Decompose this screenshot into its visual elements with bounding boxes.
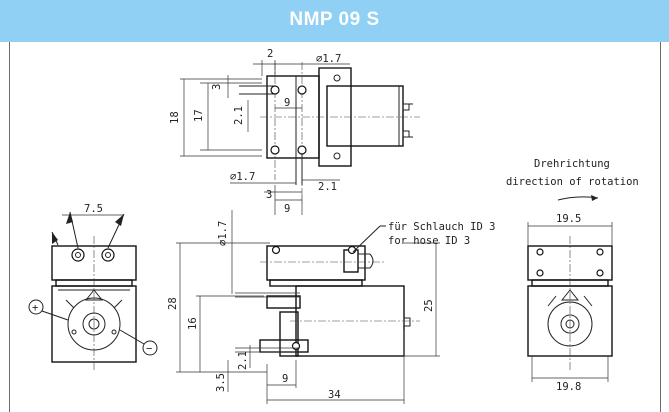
right-view	[527, 222, 613, 382]
minus-terminal-icon	[142, 340, 158, 356]
top-dim-18: 18	[169, 111, 181, 124]
right-frame-border	[660, 42, 661, 412]
page-title: NMP 09 S	[289, 9, 380, 30]
top-dim-17: 17	[193, 109, 205, 122]
rotation-label-de: Drehrichtung	[534, 158, 610, 170]
front-view-labels: ⌀1.7 für Schlauch ID 3 for hose ID 3 28 …	[167, 221, 495, 401]
top-dim-dia-1: ⌀1.7	[316, 53, 341, 65]
front-dim-dia: ⌀1.7	[217, 221, 229, 246]
front-dim-9: 9	[282, 373, 288, 385]
front-dim-25: 25	[423, 299, 435, 312]
left-view-labels: 7.5 + −	[32, 203, 152, 355]
top-dim-2-1b: 2.1	[318, 181, 337, 193]
front-dim-2-1: 2.1	[237, 351, 249, 370]
top-view	[180, 60, 420, 215]
front-dim-16: 16	[187, 317, 199, 330]
plus-terminal-icon	[28, 299, 44, 315]
rotation-note: Drehrichtung direction of rotation	[506, 158, 639, 201]
front-dim-34: 34	[328, 389, 341, 401]
top-view-labels: 2 ⌀1.7 3 18 17 2.1 9 ⌀1.7 3 2.1 9	[169, 48, 341, 215]
rotation-label-en: direction of rotation	[506, 176, 639, 188]
plus-sign: +	[32, 302, 38, 314]
top-dim-dia-2: ⌀1.7	[230, 171, 255, 183]
top-dim-3b: 3	[266, 189, 272, 201]
hose-label-en: for hose ID 3	[388, 235, 470, 247]
top-dim-9: 9	[284, 97, 290, 109]
front-dim-28: 28	[167, 297, 179, 310]
minus-sign: −	[146, 343, 152, 355]
hose-label-de: für Schlauch ID 3	[388, 221, 495, 233]
top-view-motor	[326, 85, 404, 147]
left-view	[28, 211, 158, 370]
front-dim-3-5: 3.5	[215, 373, 227, 392]
front-view	[176, 210, 440, 404]
header-rule	[0, 40, 669, 42]
top-dim-9b: 9	[284, 203, 290, 215]
right-view-labels: 19.5 19.8	[556, 213, 581, 393]
title-banner: NMP 09 S	[0, 0, 669, 40]
left-dim-7-5: 7.5	[84, 203, 103, 215]
top-dim-3: 3	[211, 84, 223, 90]
right-dim-19-8: 19.8	[556, 381, 581, 393]
left-frame-border	[9, 42, 10, 412]
top-dim-2-1: 2.1	[233, 106, 245, 125]
top-dim-2: 2	[267, 48, 273, 60]
right-dim-19-5: 19.5	[556, 213, 581, 225]
